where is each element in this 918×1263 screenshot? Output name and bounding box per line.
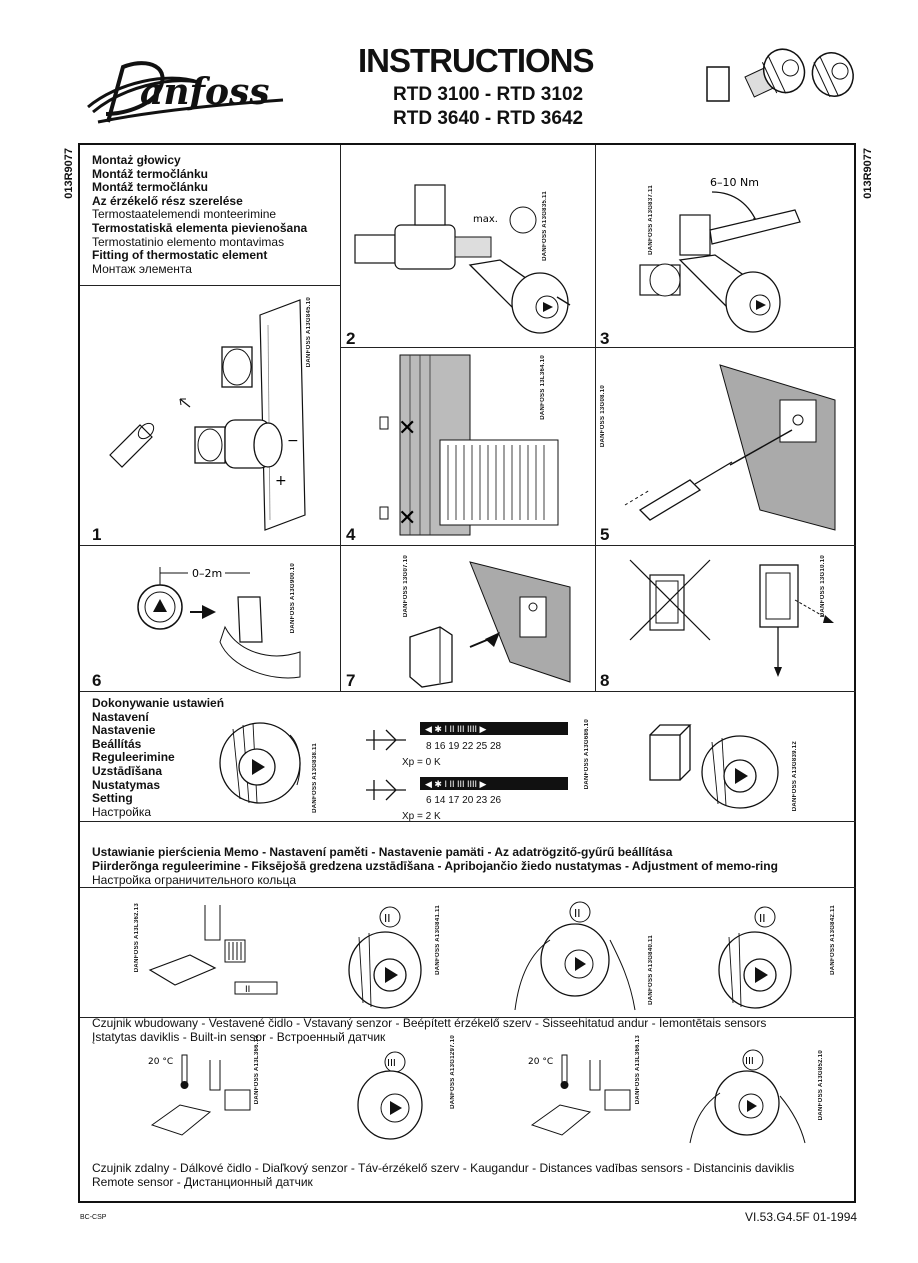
figure-code: DANFOSS A13G838.11 [312,743,318,813]
memo-head-3: II [718,906,792,1009]
step-number-3: 3 [600,329,610,348]
figure-code: DANFOSS 13G08.10 [600,385,606,448]
svg-text:−: − [287,433,299,449]
builtin-line-2: Įstatytas daviklis - Built-in sensor - В… [92,1030,386,1044]
figure-code: DANFOSS A13G840.11 [648,935,654,1005]
doc-code-left: 013R9077 [63,148,75,199]
section_setting-line: Uzstādīšana [92,763,163,778]
footer-left-code: BC-CSP [80,1214,107,1221]
section_fitting-line: Termostatiskā elementa pievienošana [92,220,308,235]
installation-position-illustration: ✕ ✕ [379,354,559,536]
setting-head-illustration [219,722,301,804]
section_setting-line: Nustatymas [92,777,161,792]
setting-sensor-head-illustration [649,724,779,809]
section_setting-line: Настройка [92,804,152,819]
memo-ring-label-3: II [759,912,766,925]
scale-2-xp: Xp = 2 K [402,811,441,822]
setting-scale-1: ◀ ✱ I II III IIII ▶ [420,722,568,735]
section_fitting-line: Montáž termočlánku [92,180,209,195]
remote-line-1: Czujnik zdalny - Dálkové čidlo - Diaľkov… [92,1161,795,1175]
danfoss-logo: anfoss [87,61,284,124]
temp-label-1: 20 °C [148,1057,173,1067]
figure-code: DANFOSS A13G842.11 [830,905,836,975]
figure-code: DANFOSS A13G839.12 [792,741,798,812]
section_setting-line: Dokonywanie ustawień [92,696,225,710]
step-number-1: 1 [92,525,102,544]
distance-label: 0–2m [192,567,222,580]
figure-code: DANFOSS A13G686.10 [584,719,590,790]
section_fitting-line: Fitting of thermostatic element [92,248,268,263]
builtin-line-1: Czujnik wbudowany - Vestavené čidlo - Vs… [92,1016,767,1030]
valve-symbol-2 [366,779,406,801]
torque-label: 6–10 Nm [710,176,759,189]
svg-text:+: + [275,473,287,489]
sensor-bracket-illustration [409,561,571,688]
footer-document-reference: VI.53.G4.5F 01-1994 [745,1210,858,1224]
sensor-placement-illustration [629,559,834,677]
memo-head-1: II [348,906,422,1009]
step-number-4: 4 [346,525,356,544]
memo-head-hands: II [514,901,636,1011]
scale-1-xp: Xp = 0 K [402,757,441,768]
step-number-8: 8 [600,671,610,690]
step-number-5: 5 [600,525,610,544]
setting-scale-2: ◀ ✱ I II III IIII ▶ [420,777,568,790]
remote-head-hands: III [689,1049,806,1144]
remote-line-2: Remote sensor - Дистанционный датчик [92,1175,313,1189]
builtin-room-illustration: II [148,905,278,995]
remote-room-illustration-1: 20 °C [148,1054,251,1136]
step-number-2: 2 [346,329,356,348]
figure-code: DANFOSS A13G852.10 [818,1050,824,1121]
remote-head-1: III [357,1051,423,1140]
product-thumbnail [706,48,854,102]
torque-wrench-illustration: 6–10 Nm [639,176,801,333]
svg-text:✕: ✕ [398,416,416,441]
temp-label-2: 20 °C [528,1057,553,1067]
scale-1-values: 8 16 19 22 25 28 [426,741,502,752]
section_setting-line: Reguleerimine [92,750,175,765]
memo-ring-label-1: II [384,912,391,925]
memo-heading-line-3: Настройка ограничительного кольца [92,873,296,887]
step-number-7: 7 [346,671,356,690]
memo-heading-line-2: Piirderõnga reguleerimine - Fiksējošā gr… [92,859,778,873]
memo-heading-line-1: Ustawianie pierścienia Memo - Nastavení … [92,845,673,859]
radiator-valve-illustration: + − [109,299,306,531]
head-fitting-illustration: max. [354,184,571,334]
section_fitting-line: Монтаж элемента [92,261,192,276]
section_setting-line: Beállítás [92,736,142,751]
figure-code: DANFOSS A13L362.13 [134,903,140,973]
wall-mount-screw-illustration [624,364,836,531]
section_setting-line: Nastavení [92,709,149,724]
section_fitting-line: Termostaatelemendi monteerimine [92,207,277,222]
step-number-6: 6 [92,671,102,690]
section_setting-line: Nastavenie [92,723,156,738]
remote-room-illustration-2: 20 °C [528,1054,631,1136]
model-line-2: RTD 3640 - RTD 3642 [393,108,584,129]
ring-label-small: II [245,985,250,995]
model-line-1: RTD 3100 - RTD 3102 [393,84,584,105]
svg-text:✕: ✕ [398,506,416,531]
scale-2-values: 6 14 17 20 23 26 [426,795,502,806]
memo-ring-label-2: II [574,907,581,920]
document-title: INSTRUCTIONS [358,42,594,79]
section_fitting-line: Montáž termočlánku [92,166,209,181]
section_fitting-line: Montaż głowicy [92,153,181,167]
max-label: max. [473,214,498,225]
remote-ring-label-2: III [745,1056,754,1067]
section_fitting-line: Termostatinio elemento montavimas [92,234,285,249]
doc-code-right: 013R9077 [862,148,874,199]
section_setting-line: Setting [92,791,133,806]
figure-code: DANFOSS A13G1297.10 [450,1035,456,1109]
valve-symbol-1 [366,729,406,751]
section_fitting-line: Az érzékelő rész szerelése [92,193,243,208]
remote-distance-illustration: 0–2m [137,567,301,679]
remote-ring-label-1: III [387,1058,396,1069]
